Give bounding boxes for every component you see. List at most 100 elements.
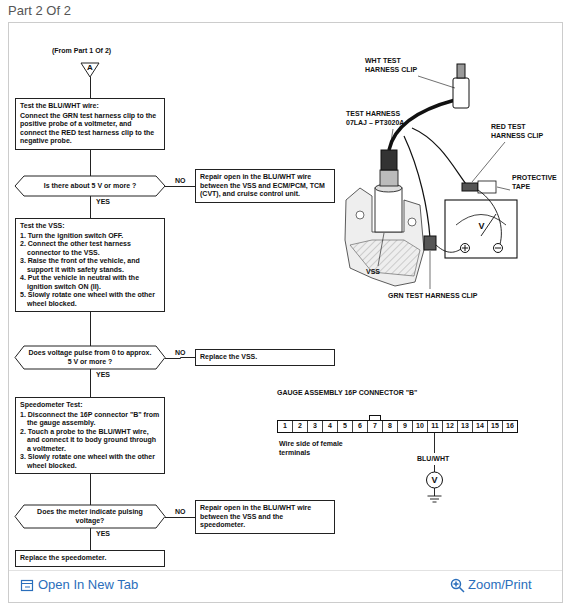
flow-connector: [90, 196, 91, 218]
protective-tape: [478, 181, 496, 193]
transmission-housing: [345, 188, 424, 286]
grn-clip: [424, 236, 436, 250]
box-step: 4. Put the vehicle in neutral with the i…: [20, 274, 160, 291]
box-step: 5. Slowly rotate one wheel with the othe…: [20, 291, 160, 308]
pin-number: 12: [443, 422, 457, 431]
housing-detail: [350, 240, 420, 276]
leader-line: [418, 76, 455, 88]
flow-connector: [165, 186, 195, 187]
link-text: Open In New Tab: [38, 577, 138, 593]
flow-connector: [90, 369, 91, 397]
pin-number: 16: [503, 422, 517, 431]
decision-hexagon: Does the meter indicate pulsing voltage?: [15, 505, 165, 528]
box-step: 2. Connect the other test harness connec…: [20, 240, 160, 257]
red-clip: [462, 183, 478, 191]
process-box: Repair open in the BLU/WHT wire between …: [195, 169, 335, 203]
link-text: Zoom/Print: [468, 577, 532, 593]
vss-body: [375, 188, 402, 232]
decision-hexagon: Does voltage pulse from 0 to approx. 5 V…: [15, 346, 165, 369]
part-label: RED TEST HARNESS CLIP: [491, 123, 551, 140]
flow-connector: [165, 517, 195, 518]
connector-title: GAUGE ASSEMBLY 16P CONNECTOR "B": [277, 389, 417, 398]
voltmeter: [445, 200, 517, 258]
red-wire: [412, 128, 466, 184]
process-box: Repair open in the BLU/WHT wire between …: [195, 500, 335, 534]
pin-number: 11: [428, 422, 442, 431]
callout-text: (From Part 1 Of 2): [52, 47, 111, 56]
leader-line: [497, 187, 510, 190]
leader-line: [378, 233, 384, 266]
part-label: GRN TEST HARNESS CLIP: [388, 292, 477, 301]
part-label: VSS: [366, 268, 380, 277]
box-step: 2. Touch a probe to the BLU/WHT wire, an…: [20, 428, 160, 454]
outline: [81, 63, 99, 77]
grn-wire: [404, 136, 430, 238]
box-heading: Test the BLU/WHT wire:: [20, 102, 160, 111]
box-step: 1. Disconnect the 16P connector "B" from…: [20, 411, 160, 428]
page-title: Part 2 Of 2: [8, 3, 71, 18]
minus-sign: [495, 248, 501, 249]
plus-sign: [462, 245, 468, 251]
box-text: Does voltage pulse from 0 to approx. 5 V…: [28, 349, 152, 366]
box-step: 3. Raise the front of the vehicle, and s…: [20, 257, 160, 274]
pin-number: 5: [338, 422, 352, 431]
pin-number: 6: [353, 422, 367, 431]
bolt: [408, 218, 416, 226]
branch-label: YES: [95, 530, 111, 538]
branch-label: YES: [95, 198, 111, 206]
vss-connector: [380, 170, 398, 186]
flow-connector: [90, 312, 91, 346]
flow-connector: [90, 150, 91, 177]
process-box: Speedometer Test:1. Disconnect the 16P c…: [15, 397, 165, 474]
leader-line: [472, 142, 505, 182]
process-box: Replace the speedometer.: [15, 550, 165, 567]
box-text: Repair open in the BLU/WHT wire between …: [200, 504, 330, 530]
negative-terminal: [494, 244, 503, 253]
box-text: A: [81, 63, 99, 73]
negative-lead: [478, 190, 501, 244]
box-step: 3. Slowly rotate one wheel with the othe…: [20, 453, 160, 470]
connector-16p: [278, 416, 518, 433]
pin-number: 3: [308, 422, 322, 431]
box-heading: Speedometer Test:: [20, 401, 160, 410]
pin-number: 1: [278, 422, 292, 431]
pin-number: 15: [488, 422, 502, 431]
process-box: Test the BLU/WHT wire:Connect the GRN te…: [15, 98, 165, 150]
box-heading: Test the VSS:: [20, 222, 160, 231]
pin-number: 4: [323, 422, 337, 431]
process-box: Test the VSS:1. Turn the ignition switch…: [15, 218, 165, 312]
leader-line: [390, 129, 393, 148]
pin-number: 2: [293, 422, 307, 431]
flow-connector: [90, 528, 91, 550]
leader-line: [430, 251, 431, 289]
voltmeter-symbol: [427, 472, 443, 488]
box-text: Replace the VSS.: [200, 353, 330, 362]
branch-label: YES: [95, 371, 111, 379]
bar-rule: [9, 570, 562, 571]
meter-symbol-text: V: [476, 222, 487, 231]
process-box: Replace the VSS.: [195, 349, 335, 366]
decision-hexagon: Is there about 5 V or more ?: [15, 176, 165, 196]
outline: [15, 346, 165, 369]
note-text: Wire side of female terminals: [279, 440, 353, 457]
box-text: Repair open in the BLU/WHT wire between …: [200, 173, 330, 199]
wire-name: BLU/WHT: [417, 455, 449, 464]
pin-number: 9: [398, 422, 412, 431]
pin-number: 7: [368, 422, 382, 431]
zoom-icon: [452, 580, 465, 593]
positive-lead: [436, 245, 461, 252]
branch-label: NO: [174, 177, 187, 185]
branch-label: NO: [174, 349, 187, 357]
wht-clip: [453, 78, 469, 108]
probe-wire: [434, 433, 435, 472]
new-tab-icon: [22, 581, 33, 591]
frame: [9, 23, 563, 603]
pin-number: 8: [383, 422, 397, 431]
connector-triangle: A: [81, 63, 99, 77]
flow-connector: [90, 474, 91, 505]
wht-clip-plug: [457, 64, 465, 78]
box-step: 1. Turn the ignition switch OFF.: [20, 232, 160, 241]
box-step: Connect the GRN test harness clip to the…: [20, 112, 160, 146]
pin-number: 14: [473, 422, 487, 431]
box-text: Is there about 5 V or more ?: [28, 182, 152, 191]
